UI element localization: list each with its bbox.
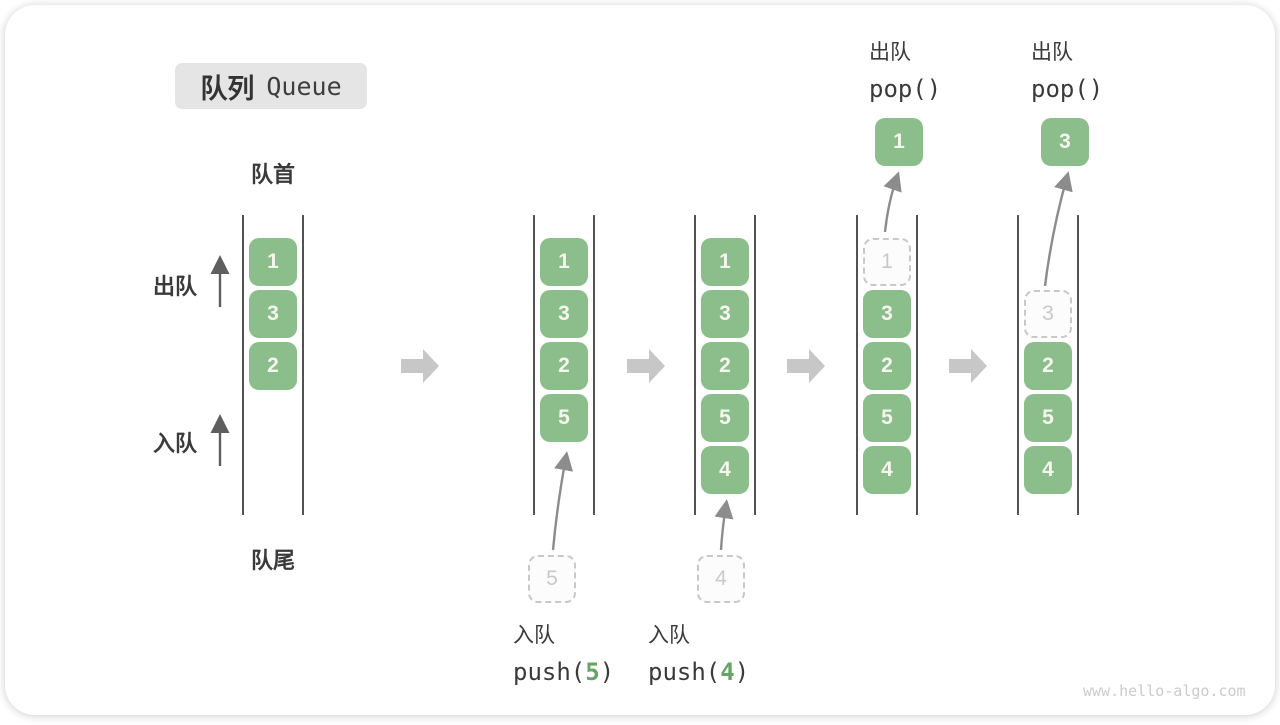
flow-arrow-icon bbox=[627, 349, 665, 383]
title-en: Queue bbox=[266, 71, 342, 101]
op-code-label: pop() bbox=[869, 75, 941, 103]
queue-cell: 5 bbox=[540, 394, 588, 442]
op-zh-label: 出队 bbox=[1031, 41, 1073, 64]
title-zh: 队列 bbox=[200, 73, 255, 104]
queue-rail-left bbox=[1017, 215, 1019, 515]
queue-rail-left bbox=[694, 215, 696, 515]
queue-cell: 3 bbox=[249, 290, 297, 338]
queue-rail-right bbox=[593, 215, 595, 515]
code-pre: push( bbox=[513, 658, 586, 686]
flow-arrow-icon bbox=[787, 349, 825, 383]
label-enqueue-side: 入队 bbox=[153, 431, 198, 456]
flow-arrow-icon bbox=[949, 349, 987, 383]
queue-cell: 2 bbox=[863, 342, 911, 390]
op-label-pop-1: 出队 pop() bbox=[869, 36, 941, 103]
queue-cell: 1 bbox=[540, 238, 588, 286]
code-post: ) bbox=[599, 658, 615, 686]
op-label-pop-2: 出队 pop() bbox=[1031, 36, 1103, 103]
queue-rail-left bbox=[533, 215, 535, 515]
queue-cell: 4 bbox=[863, 446, 911, 494]
queue-rail-right bbox=[754, 215, 756, 515]
staged-element-box: 4 bbox=[697, 555, 745, 603]
queue-cell: 2 bbox=[1024, 342, 1072, 390]
queue-cell: 5 bbox=[701, 394, 749, 442]
queue-rail-right bbox=[916, 215, 918, 515]
queue-cell-ghost: 1 bbox=[863, 238, 911, 286]
queue-cell: 3 bbox=[540, 290, 588, 338]
queue-cell: 5 bbox=[1024, 394, 1072, 442]
queue-rail-right bbox=[302, 215, 304, 515]
code-post: ) bbox=[734, 658, 750, 686]
label-queue-front: 队首 bbox=[250, 162, 295, 187]
popped-element-box: 1 bbox=[875, 118, 923, 166]
op-label-push-4: 入队 push(4) bbox=[648, 619, 749, 686]
op-code-label: push(4) bbox=[648, 658, 749, 686]
op-zh-label: 入队 bbox=[648, 624, 690, 647]
watermark: www.hello-algo.com bbox=[1083, 682, 1246, 700]
code-arg: 5 bbox=[585, 658, 600, 686]
queue-rail-right bbox=[1077, 215, 1079, 515]
label-queue-rear: 队尾 bbox=[250, 548, 295, 573]
popped-element-box: 3 bbox=[1041, 118, 1089, 166]
queue-cell: 2 bbox=[249, 342, 297, 390]
code-pre: push( bbox=[648, 658, 721, 686]
queue-cell-ghost: 3 bbox=[1024, 290, 1072, 338]
queue-rail-left bbox=[856, 215, 858, 515]
queue-cell: 4 bbox=[701, 446, 749, 494]
queue-rail-left bbox=[242, 215, 244, 515]
queue-cell: 4 bbox=[1024, 446, 1072, 494]
op-zh-label: 入队 bbox=[513, 624, 555, 647]
op-code-label: push(5) bbox=[513, 658, 614, 686]
code-arg: 4 bbox=[720, 658, 735, 686]
staged-element-box: 5 bbox=[528, 555, 576, 603]
queue-cell: 5 bbox=[863, 394, 911, 442]
code-pre: pop() bbox=[1031, 75, 1104, 103]
op-zh-label: 出队 bbox=[869, 41, 911, 64]
op-code-label: pop() bbox=[1031, 75, 1103, 103]
queue-cell: 1 bbox=[701, 238, 749, 286]
queue-cell: 3 bbox=[863, 290, 911, 338]
arrows-overlay bbox=[210, 171, 1073, 551]
queue-cell: 2 bbox=[701, 342, 749, 390]
label-dequeue-side: 出队 bbox=[153, 274, 198, 299]
queue-cell: 3 bbox=[701, 290, 749, 338]
code-pre: pop() bbox=[869, 75, 942, 103]
queue-cell: 1 bbox=[249, 238, 297, 286]
op-label-push-5: 入队 push(5) bbox=[513, 619, 614, 686]
queue-cell: 2 bbox=[540, 342, 588, 390]
title-badge: 队列 Queue bbox=[175, 63, 367, 109]
flow-arrow-icon bbox=[401, 349, 439, 383]
